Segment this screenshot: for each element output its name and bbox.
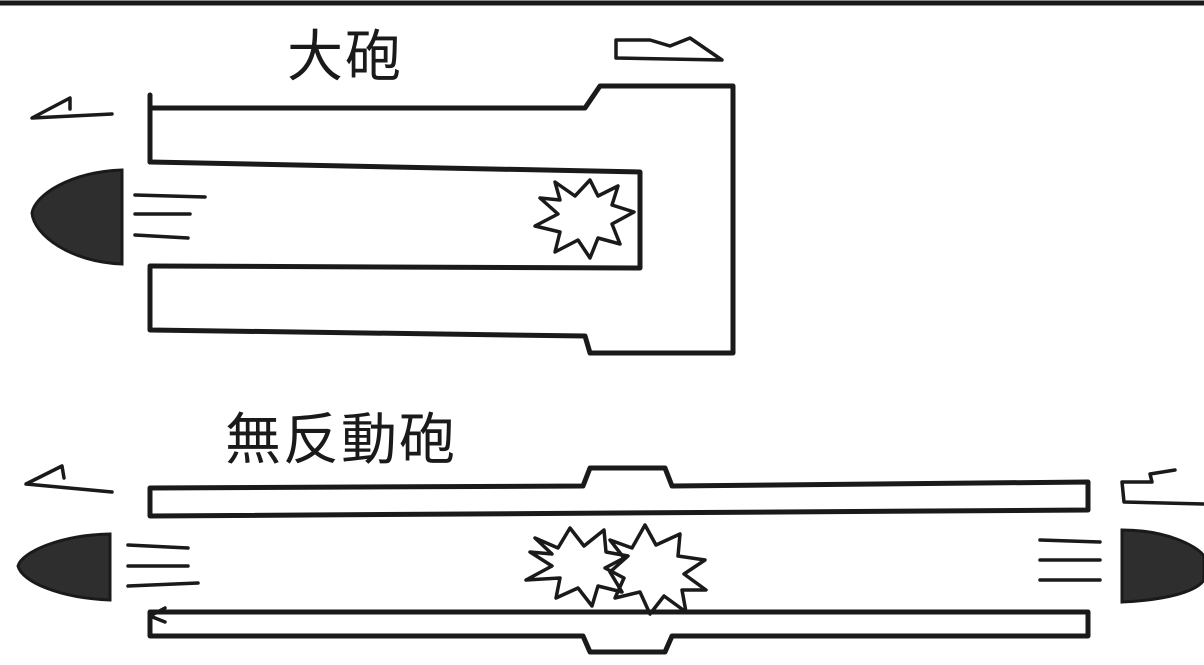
shell-icon xyxy=(1120,528,1204,604)
motion-lines-icon xyxy=(133,193,207,240)
cannon-body xyxy=(147,83,736,356)
recoil-arrow-icon xyxy=(24,464,114,494)
recoil-arrow-icon xyxy=(1120,468,1204,506)
motion-lines-icon xyxy=(126,543,200,588)
explosion-icon xyxy=(533,178,636,260)
label-cannon: 大砲 xyxy=(287,25,403,90)
recoilless-gun-body xyxy=(147,465,1091,655)
explosion-icon xyxy=(524,526,630,608)
label-recoilless-gun: 無反動砲 xyxy=(225,408,457,473)
shell-icon xyxy=(16,532,112,602)
explosion-icon xyxy=(603,523,708,616)
recoil-arrow-icon xyxy=(30,96,114,120)
motion-lines-icon xyxy=(1038,538,1102,582)
shell-icon xyxy=(30,168,124,266)
recoil-arrow-icon xyxy=(614,36,724,62)
